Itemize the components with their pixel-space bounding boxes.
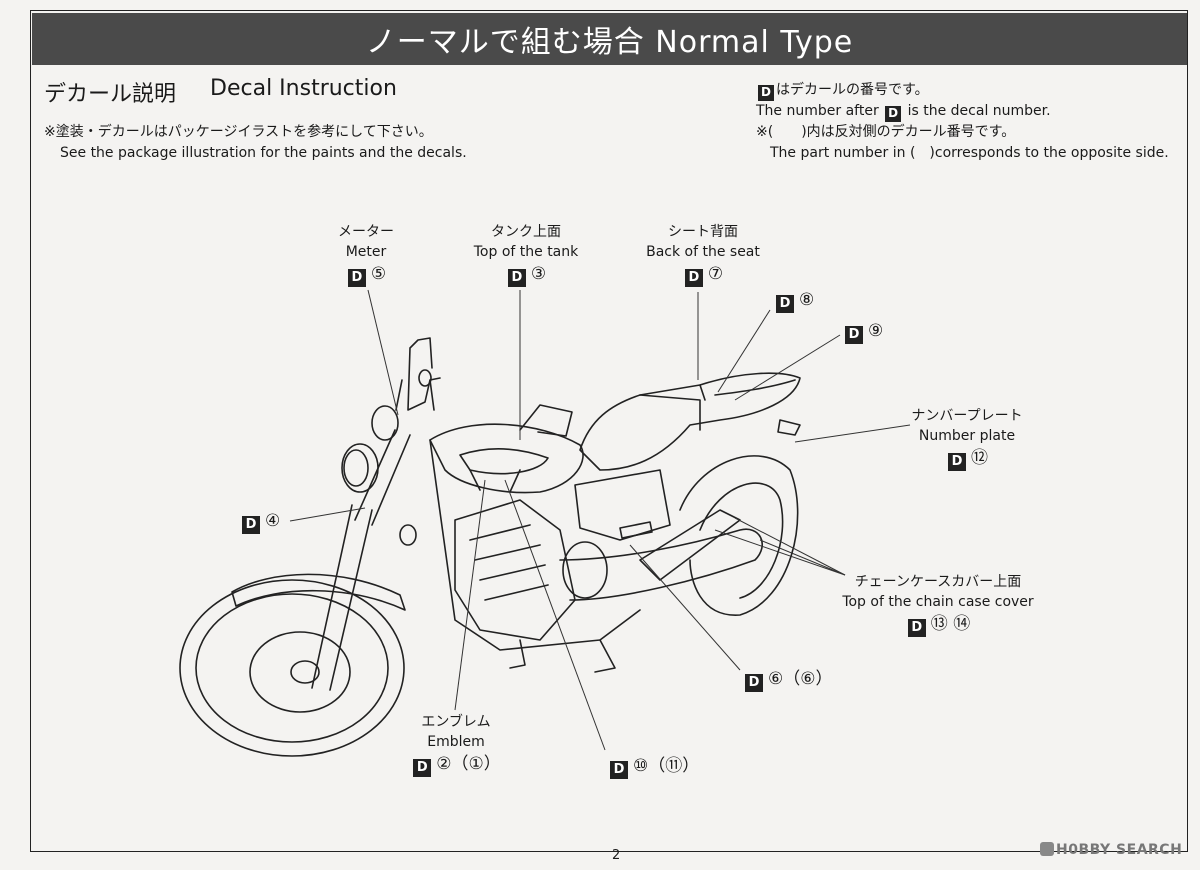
callout-plate-jp: ナンバープレート: [911, 408, 1023, 424]
callout-emblem-jp: エンブレム: [421, 714, 491, 730]
decal-box-icon: D: [758, 84, 774, 101]
decal-box-icon: D: [948, 453, 966, 471]
paint-note-jp: ※塗装・デカールはパッケージイラストを参考にして下さい。: [44, 124, 433, 140]
decal-code: ⑬ ⑭: [930, 614, 971, 634]
section-title: デカール説明 Decal Instruction: [44, 76, 397, 108]
decal-code: ⑩（⑪）: [633, 756, 700, 776]
decal-box-icon: D: [845, 325, 863, 344]
decal-box-icon: D: [907, 619, 926, 637]
callout-chain-jp: チェーンケースカバー上面: [854, 574, 1022, 590]
decal-box-icon: D: [610, 760, 628, 779]
callout-meter-en: Meter: [345, 244, 387, 260]
handlebar: [407, 337, 441, 411]
decal-box-icon: D: [776, 294, 794, 313]
decal-box-icon: D: [413, 759, 432, 777]
decal-code: ②（①）: [436, 754, 501, 774]
engine-cover: [562, 541, 608, 599]
front-fork: [311, 504, 373, 691]
decal-code: ③: [530, 264, 547, 284]
callout-meter-jp: メーター: [338, 224, 394, 240]
watermark-logo-icon: [1040, 842, 1054, 856]
watermark-text: H0BBY SEARCH: [1056, 842, 1183, 858]
callout-tank-en: Top of the tank: [473, 244, 579, 260]
callout-plate-en: Number plate: [918, 428, 1016, 444]
tail-light: [777, 419, 801, 436]
decal-note-en-b: is the decal number.: [907, 103, 1051, 119]
exhaust: [559, 528, 764, 601]
chain-case: [639, 509, 741, 581]
decal-code: ④: [265, 511, 281, 531]
callout-10: D ⑩（⑪）: [608, 751, 699, 779]
front-tire: [179, 579, 405, 757]
callout-emblem-en: Emblem: [427, 734, 485, 750]
decal-code: ⑥（⑥）: [768, 669, 833, 689]
banner-title: ノーマルで組む場合 Normal Type: [365, 25, 854, 60]
paint-note: ※塗装・デカールはパッケージイラストを参考にして下さい。 See the pac…: [44, 122, 467, 164]
front-brake-disc: [249, 631, 351, 713]
decal-box-icon: D: [347, 269, 366, 287]
page-frame: [30, 10, 1188, 852]
engine: [454, 499, 576, 641]
paint-note-en: See the package illustration for the pai…: [60, 145, 467, 161]
decal-code: ⑤: [370, 264, 387, 284]
section-title-en: Decal Instruction: [210, 76, 397, 101]
callout-chain-en: Top of the chain case cover: [842, 594, 1034, 610]
decal-box-icon: D: [507, 269, 526, 287]
decal-box-icon: D: [242, 515, 260, 534]
callout-seat-jp: シート背面: [668, 224, 738, 240]
decal-note-en-a: The number after: [756, 103, 879, 119]
rear-tire: [679, 455, 799, 616]
kickstand: [594, 639, 616, 673]
side-cover: [574, 469, 671, 541]
decal-box-icon: D: [745, 673, 763, 692]
section-title-jp: デカール説明: [44, 82, 177, 107]
page-number: 2: [612, 848, 621, 863]
decal-code: ⑦: [707, 264, 724, 284]
callout-6: D ⑥（⑥）: [743, 664, 832, 692]
front-fender: [231, 573, 406, 611]
fuel-tank: [429, 423, 584, 494]
decal-box-icon: D: [885, 105, 902, 122]
seat: [579, 372, 801, 471]
decal-code: ⑨: [868, 321, 884, 341]
opposite-note-en: The part number in ( )corresponds to the…: [770, 145, 1169, 161]
opposite-note-jp: ※( )内は反対側のデカール番号です。: [756, 124, 1016, 140]
front-rim: [195, 593, 389, 743]
headlight: [341, 443, 379, 493]
callout-chain-case: チェーンケースカバー上面 Top of the chain case cover…: [830, 572, 1046, 637]
decal-code: ⑫: [971, 448, 988, 468]
page-banner: ノーマルで組む場合 Normal Type: [32, 13, 1187, 65]
decal-code: ⑧: [799, 290, 815, 310]
callout-tank-jp: タンク上面: [491, 224, 561, 240]
callout-seat-en: Back of the seat: [646, 244, 760, 260]
decal-note-jp: はデカールの番号です。: [776, 82, 929, 98]
watermark: H0BBY SEARCH: [1040, 842, 1182, 858]
meter: [371, 405, 399, 441]
decal-box-icon: D: [684, 269, 703, 287]
